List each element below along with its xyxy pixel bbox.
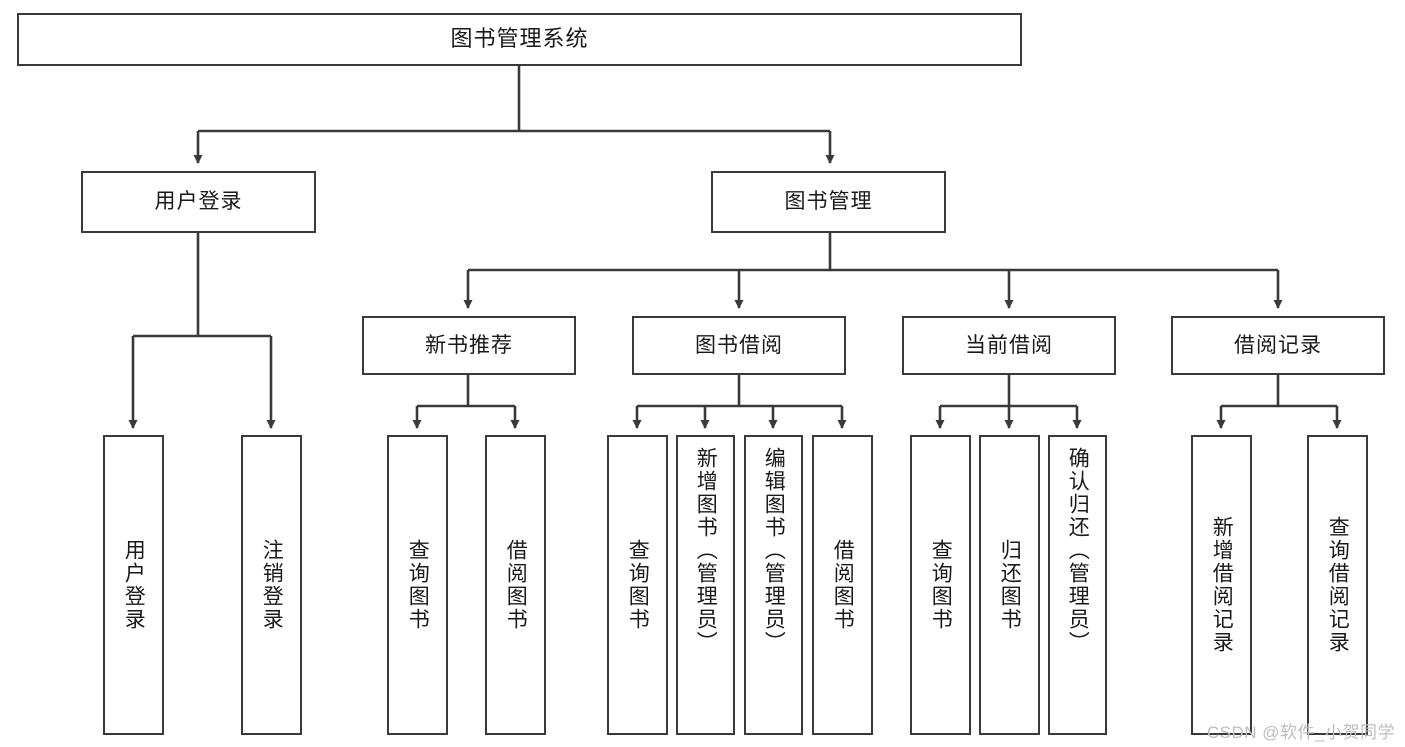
leaf-user-login-logout[interactable]: 注销登录 xyxy=(241,435,302,735)
node-label: 借阅记录 xyxy=(1234,333,1322,357)
leaf-user-login-login[interactable]: 用户登录 xyxy=(103,435,164,735)
leaf-current-borrow-return-books[interactable]: 归还图书 xyxy=(979,435,1040,735)
node-borrow-record[interactable]: 借阅记录 xyxy=(1171,316,1385,375)
node-label: 注销登录 xyxy=(260,539,284,631)
node-label: 查询借阅记录 xyxy=(1326,516,1350,654)
leaf-book-borrow-borrow-books[interactable]: 借阅图书 xyxy=(812,435,873,735)
node-label: 确认归还（管理员） xyxy=(1066,447,1090,654)
node-label: 图书借阅 xyxy=(695,333,783,357)
node-user-login[interactable]: 用户登录 xyxy=(81,171,316,233)
leaf-borrow-record-add-record[interactable]: 新增借阅记录 xyxy=(1191,435,1252,735)
node-label: 借阅图书 xyxy=(831,539,855,631)
node-label: 归还图书 xyxy=(998,539,1022,631)
node-book-borrow[interactable]: 图书借阅 xyxy=(632,316,846,375)
leaf-new-book-borrow-books[interactable]: 借阅图书 xyxy=(485,435,546,735)
leaf-book-borrow-query-books[interactable]: 查询图书 xyxy=(607,435,668,735)
leaf-book-borrow-edit-book-admin[interactable]: 编辑图书（管理员） xyxy=(744,435,803,735)
node-label: 查询图书 xyxy=(626,539,650,631)
node-label: 图书管理 xyxy=(784,190,873,214)
node-label: 图书管理系统 xyxy=(450,26,589,52)
leaf-book-borrow-add-book-admin[interactable]: 新增图书（管理员） xyxy=(676,435,735,735)
node-label: 新书推荐 xyxy=(425,333,513,357)
node-label: 用户登录 xyxy=(154,190,243,214)
node-label: 借阅图书 xyxy=(504,539,528,631)
node-label: 用户登录 xyxy=(122,539,146,631)
node-label: 查询图书 xyxy=(929,539,953,631)
node-root-book-management-system[interactable]: 图书管理系统 xyxy=(17,13,1022,66)
node-current-borrow[interactable]: 当前借阅 xyxy=(902,316,1116,375)
node-label: 新增图书（管理员） xyxy=(694,447,718,654)
node-book-management[interactable]: 图书管理 xyxy=(711,171,946,233)
leaf-borrow-record-query-record[interactable]: 查询借阅记录 xyxy=(1307,435,1368,735)
leaf-current-borrow-confirm-return-admin[interactable]: 确认归还（管理员） xyxy=(1048,435,1107,735)
node-new-book-recommendation[interactable]: 新书推荐 xyxy=(362,316,576,375)
node-label: 查询图书 xyxy=(406,539,430,631)
node-label: 编辑图书（管理员） xyxy=(762,447,786,654)
node-label: 新增借阅记录 xyxy=(1210,516,1234,654)
node-label: 当前借阅 xyxy=(965,333,1053,357)
leaf-new-book-query-books[interactable]: 查询图书 xyxy=(387,435,448,735)
watermark-text: CSDN @软件_小贺同学 xyxy=(1206,723,1395,742)
leaf-current-borrow-query-books[interactable]: 查询图书 xyxy=(910,435,971,735)
